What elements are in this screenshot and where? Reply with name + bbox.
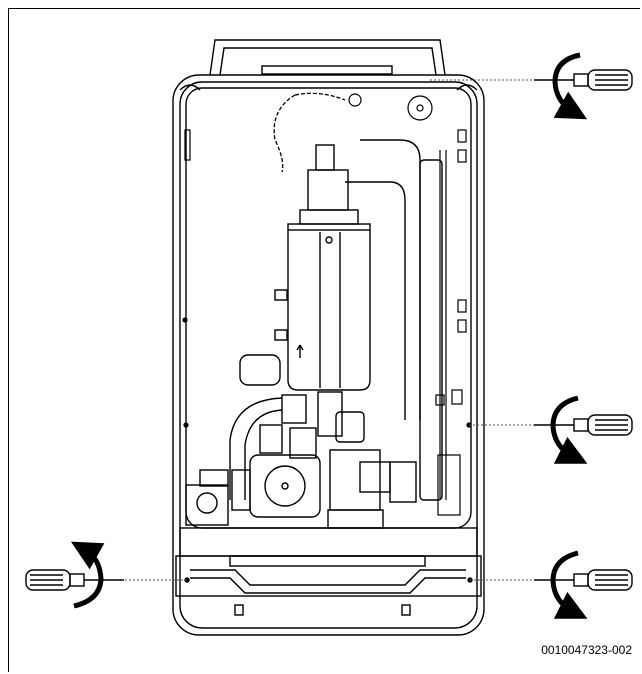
cable xyxy=(273,92,346,173)
screwdriver-icon xyxy=(534,569,633,591)
side-rails xyxy=(182,93,472,500)
rotate-arrow-icon xyxy=(552,52,588,120)
pump xyxy=(249,424,321,518)
screwdriver-icon xyxy=(534,69,633,91)
screwdriver-icon xyxy=(534,414,633,436)
figure-code: 0010047323-002 xyxy=(541,643,632,657)
leader-lines xyxy=(125,79,540,581)
control-box xyxy=(185,469,251,526)
heat-exchanger xyxy=(274,144,371,391)
gas-valve xyxy=(327,449,417,529)
figure-frame xyxy=(8,8,640,672)
screwdriver-icon xyxy=(25,569,124,591)
boiler-casing xyxy=(172,39,485,636)
rotate-arrow-icon xyxy=(550,550,588,619)
rotate-arrow-icon xyxy=(550,395,588,464)
right-interior xyxy=(435,389,463,516)
bottom-panel xyxy=(175,527,482,616)
flue-pipe xyxy=(345,139,443,501)
pipework xyxy=(229,354,365,500)
rotate-arrow-icon xyxy=(70,541,105,609)
